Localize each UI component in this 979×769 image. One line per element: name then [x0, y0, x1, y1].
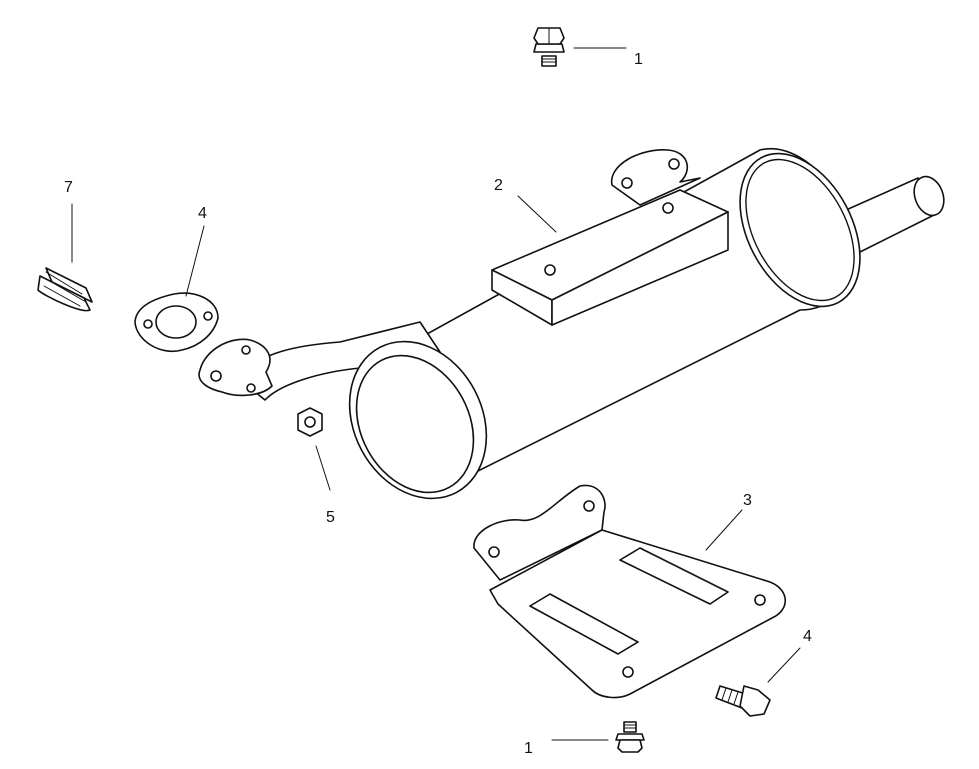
- callout-nut: 5: [326, 509, 335, 526]
- bolt-bracket-part: [715, 685, 771, 717]
- callout-stud: 7: [64, 179, 73, 196]
- leader-lines: [71, 47, 801, 741]
- mounting-channel: [491, 189, 729, 326]
- muffler-assembly: [198, 147, 945, 500]
- callout-bolt-bracket: 4: [803, 628, 812, 645]
- rear-flange: [611, 149, 701, 206]
- callout-gasket: 4: [198, 205, 207, 222]
- stud-part: [37, 267, 93, 312]
- callout-muffler: 2: [494, 177, 503, 194]
- bolt-top-part: [533, 27, 565, 67]
- gasket-part: [134, 292, 219, 353]
- muffler-body: [379, 147, 861, 491]
- nut-part: [297, 407, 323, 437]
- bolt-bottom-part: [615, 721, 645, 753]
- callout-labels: 1 2 3 4 4 5 7 1: [64, 51, 812, 757]
- inlet-pipe: [198, 321, 441, 401]
- mounting-bracket-part: [473, 484, 787, 699]
- muffler-end-cap: [348, 340, 488, 500]
- callout-bolt-bottom: 1: [524, 740, 533, 757]
- callout-mount-bracket: 3: [743, 492, 752, 509]
- tail-pipe: [845, 175, 945, 253]
- callout-bolt-top: 1: [634, 51, 643, 68]
